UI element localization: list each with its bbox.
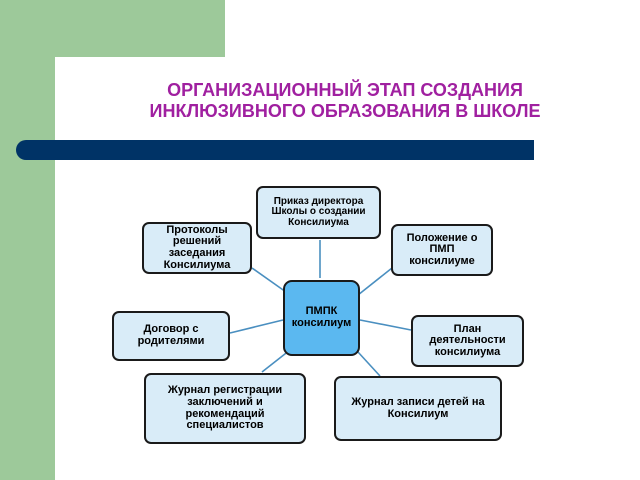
node-polozhenie: Положение о ПМП консилиуме — [391, 224, 493, 276]
connector-dogovor — [229, 319, 284, 334]
node-zhurnal-reg: Журнал регистрации заключений и рекоменд… — [144, 373, 306, 444]
node-plan-label: План деятельности консилиума — [429, 322, 506, 358]
node-zhurnal-zap: Журнал записи детей на Консилиум — [334, 376, 502, 441]
node-dogovor: Договор с родителями — [112, 311, 230, 361]
node-zhurnal-zap-label: Журнал записи детей на Консилиум — [351, 395, 485, 420]
node-protokoly: Протоколы решений заседания Консилиума — [142, 222, 252, 274]
node-center: ПМПК консилиум — [283, 280, 360, 356]
node-polozhenie-label: Положение о ПМП консилиуме — [406, 231, 478, 267]
node-protokoly-label: Протоколы решений заседания Консилиума — [163, 223, 231, 271]
node-zhurnal-reg-label: Журнал регистрации заключений и рекоменд… — [167, 384, 283, 432]
node-prikaz: Приказ директора Школы о создании Консил… — [256, 186, 381, 239]
title-underline-bar — [16, 140, 534, 160]
node-prikaz-label: Приказ директора Школы о создании Консил… — [271, 195, 366, 228]
title-line-1: ОРГАНИЗАЦИОННЫЙ ЭТАП СОЗДАНИЯ — [167, 80, 523, 100]
top-green-band — [0, 0, 225, 57]
connector-protokoly — [251, 267, 287, 293]
node-center-label: ПМПК консилиум — [291, 305, 352, 329]
side-green-band — [0, 0, 55, 480]
slide-title: ОРГАНИЗАЦИОННЫЙ ЭТАП СОЗДАНИЯ ИНКЛЮЗИВНО… — [95, 80, 595, 122]
node-dogovor-label: Договор с родителями — [137, 323, 205, 347]
connector-zhurnal-zap — [357, 351, 381, 377]
title-line-2: ИНКЛЮЗИВНОГО ОБРАЗОВАНИЯ В ШКОЛЕ — [149, 101, 541, 121]
node-plan: План деятельности консилиума — [411, 315, 524, 367]
connector-plan — [359, 319, 412, 331]
connector-polozhenie — [357, 267, 393, 296]
